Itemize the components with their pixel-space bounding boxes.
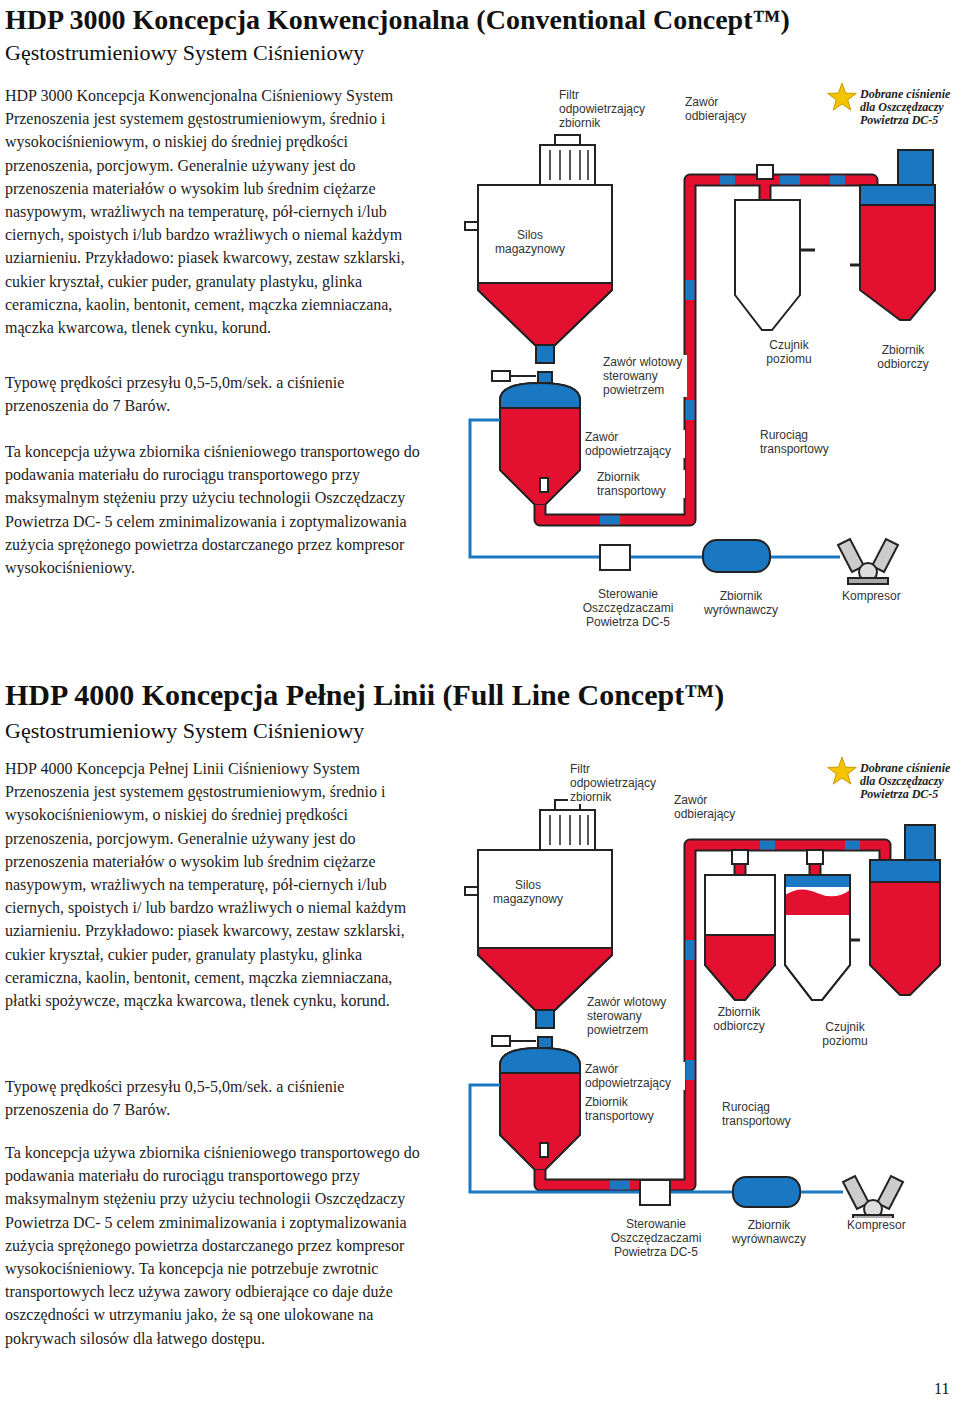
subtitle: Gęstostrumieniowy System Ciśnieniowy — [5, 718, 364, 744]
part-label: Kompresor — [840, 589, 903, 603]
part-label: Zbiornik transportowy — [583, 1095, 673, 1123]
section-title: HDP 4000 Koncepcja Pełnej Linii (Full Li… — [5, 678, 724, 712]
body-text: Typowę prędkości przesyłu 0,5-5,0m/sek. … — [5, 1075, 430, 1121]
part-label: Zawór odpowietrzający — [583, 430, 685, 458]
part-label: Czujnik poziomu — [811, 1020, 879, 1048]
part-label: Filtr odpowietrzający zbiornik — [568, 762, 664, 804]
part-label: Sterowanie Oszczędzaczami Powietrza DC-5 — [598, 1217, 714, 1259]
part-label: Czujnik poziomu — [755, 338, 823, 366]
part-label: Zawór wlotowy sterowany powietrzem — [601, 355, 687, 397]
body-text: HDP 4000 Koncepcja Pełnej Linii Ciśnieni… — [5, 757, 430, 1012]
part-label: Filtr odpowietrzający zbiornik — [557, 88, 653, 130]
subtitle: Gęstostrumieniowy System Ciśnieniowy — [5, 40, 364, 66]
note-label: Dobrane ciśnienie dla Oszczędzaczy Powie… — [860, 762, 957, 801]
part-label: Kompresor — [845, 1218, 908, 1232]
part-label: Zbiornik odbiorczy — [864, 343, 942, 371]
body-text: Ta koncepcja używa zbiornika ciśnieniowe… — [5, 1141, 430, 1350]
part-label: Zawór odbierający — [683, 95, 759, 123]
part-label: Zbiornik wyrównawczy — [698, 589, 784, 617]
part-label: Zawór odpowietrzający — [583, 1062, 685, 1090]
part-label: Silos magazynowy — [489, 228, 571, 256]
body-text: Typowę prędkości przesyłu 0,5-5,0m/sek. … — [5, 371, 430, 417]
part-label: Silos magazynowy — [487, 878, 569, 906]
part-label: Rurociąg transportowy — [758, 428, 846, 456]
body-text: HDP 3000 Koncepcja Konwencjonalna Ciśnie… — [5, 84, 430, 339]
part-label: Zbiornik odbiorczy — [700, 1005, 778, 1033]
part-label: Zawór wlotowy sterowany powietrzem — [585, 995, 671, 1037]
part-label: Zawór odbierający — [672, 793, 748, 821]
page-number: 11 — [934, 1380, 949, 1398]
body-text: Ta koncepcja używa zbiornika ciśnieniowe… — [5, 440, 430, 579]
part-label: Zbiornik wyrównawczy — [726, 1218, 812, 1246]
part-label: Sterowanie Oszczędzaczami Powietrza DC-5 — [570, 587, 686, 629]
note-label: Dobrane ciśnienie dla Oszczędzaczy Powie… — [860, 88, 957, 127]
section-title: HDP 3000 Koncepcja Konwencjonalna (Conve… — [5, 4, 790, 36]
part-label: Rurociąg transportowy — [720, 1100, 808, 1128]
part-label: Zbiornik transportowy — [595, 470, 685, 498]
